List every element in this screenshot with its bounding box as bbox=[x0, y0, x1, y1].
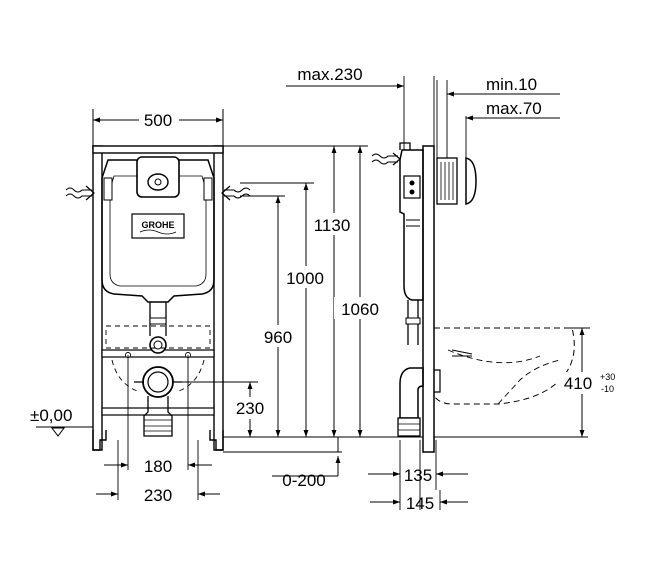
water-inlet-left-icon bbox=[65, 187, 92, 193]
side-water-inlet-icon bbox=[371, 153, 398, 159]
dim-width-500: 500 bbox=[144, 111, 172, 130]
side-frame bbox=[422, 145, 435, 453]
side-toilet-bowl bbox=[433, 327, 575, 405]
dim-height-960: 960 bbox=[264, 328, 292, 347]
dim-height-1000: 1000 bbox=[286, 269, 324, 288]
frame-right-post bbox=[213, 145, 224, 451]
front-view: GROHE 500 bbox=[30, 108, 386, 505]
dim-height-1060: 1060 bbox=[341, 300, 379, 319]
brand-plate bbox=[131, 213, 185, 239]
dim-max-230: max.230 bbox=[297, 65, 362, 84]
dim-adjust-0-200: 0-200 bbox=[282, 471, 325, 490]
dim-height-230: 230 bbox=[236, 399, 264, 418]
side-flush-plate bbox=[436, 157, 458, 205]
side-cistern bbox=[399, 149, 424, 301]
flush-button-icon bbox=[465, 157, 477, 205]
side-waste-elbow bbox=[399, 367, 424, 419]
dim-zero-level: ±0,00 bbox=[30, 406, 72, 425]
frame-top-bar bbox=[92, 145, 224, 154]
cistern bbox=[101, 159, 215, 303]
waste-pipe bbox=[143, 396, 173, 437]
frame-left-post bbox=[92, 145, 103, 451]
dim-width-180: 180 bbox=[144, 457, 172, 476]
dim-tolerance-minus: -10 bbox=[601, 384, 614, 394]
dim-height-410: 410 bbox=[564, 374, 592, 393]
brand-logo: GROHE bbox=[141, 220, 174, 230]
water-inlet-right-icon bbox=[224, 187, 251, 193]
side-view: 410 +30 -10 max.230 min.10 max.70 135 14… bbox=[286, 65, 615, 513]
dim-depth-145: 145 bbox=[406, 494, 434, 513]
dim-width-230: 230 bbox=[144, 486, 172, 505]
dim-height-1130: 1130 bbox=[314, 216, 351, 235]
floor-level-marker-icon bbox=[51, 427, 65, 437]
dim-tolerance-plus: +30 bbox=[600, 372, 615, 382]
frame-bottom-rail bbox=[101, 407, 215, 416]
dim-depth-135: 135 bbox=[404, 466, 432, 485]
dim-max-70: max.70 bbox=[486, 99, 542, 118]
dim-min-10: min.10 bbox=[486, 75, 537, 94]
frame-left-foot bbox=[92, 430, 107, 451]
frame-right-foot bbox=[209, 430, 224, 451]
